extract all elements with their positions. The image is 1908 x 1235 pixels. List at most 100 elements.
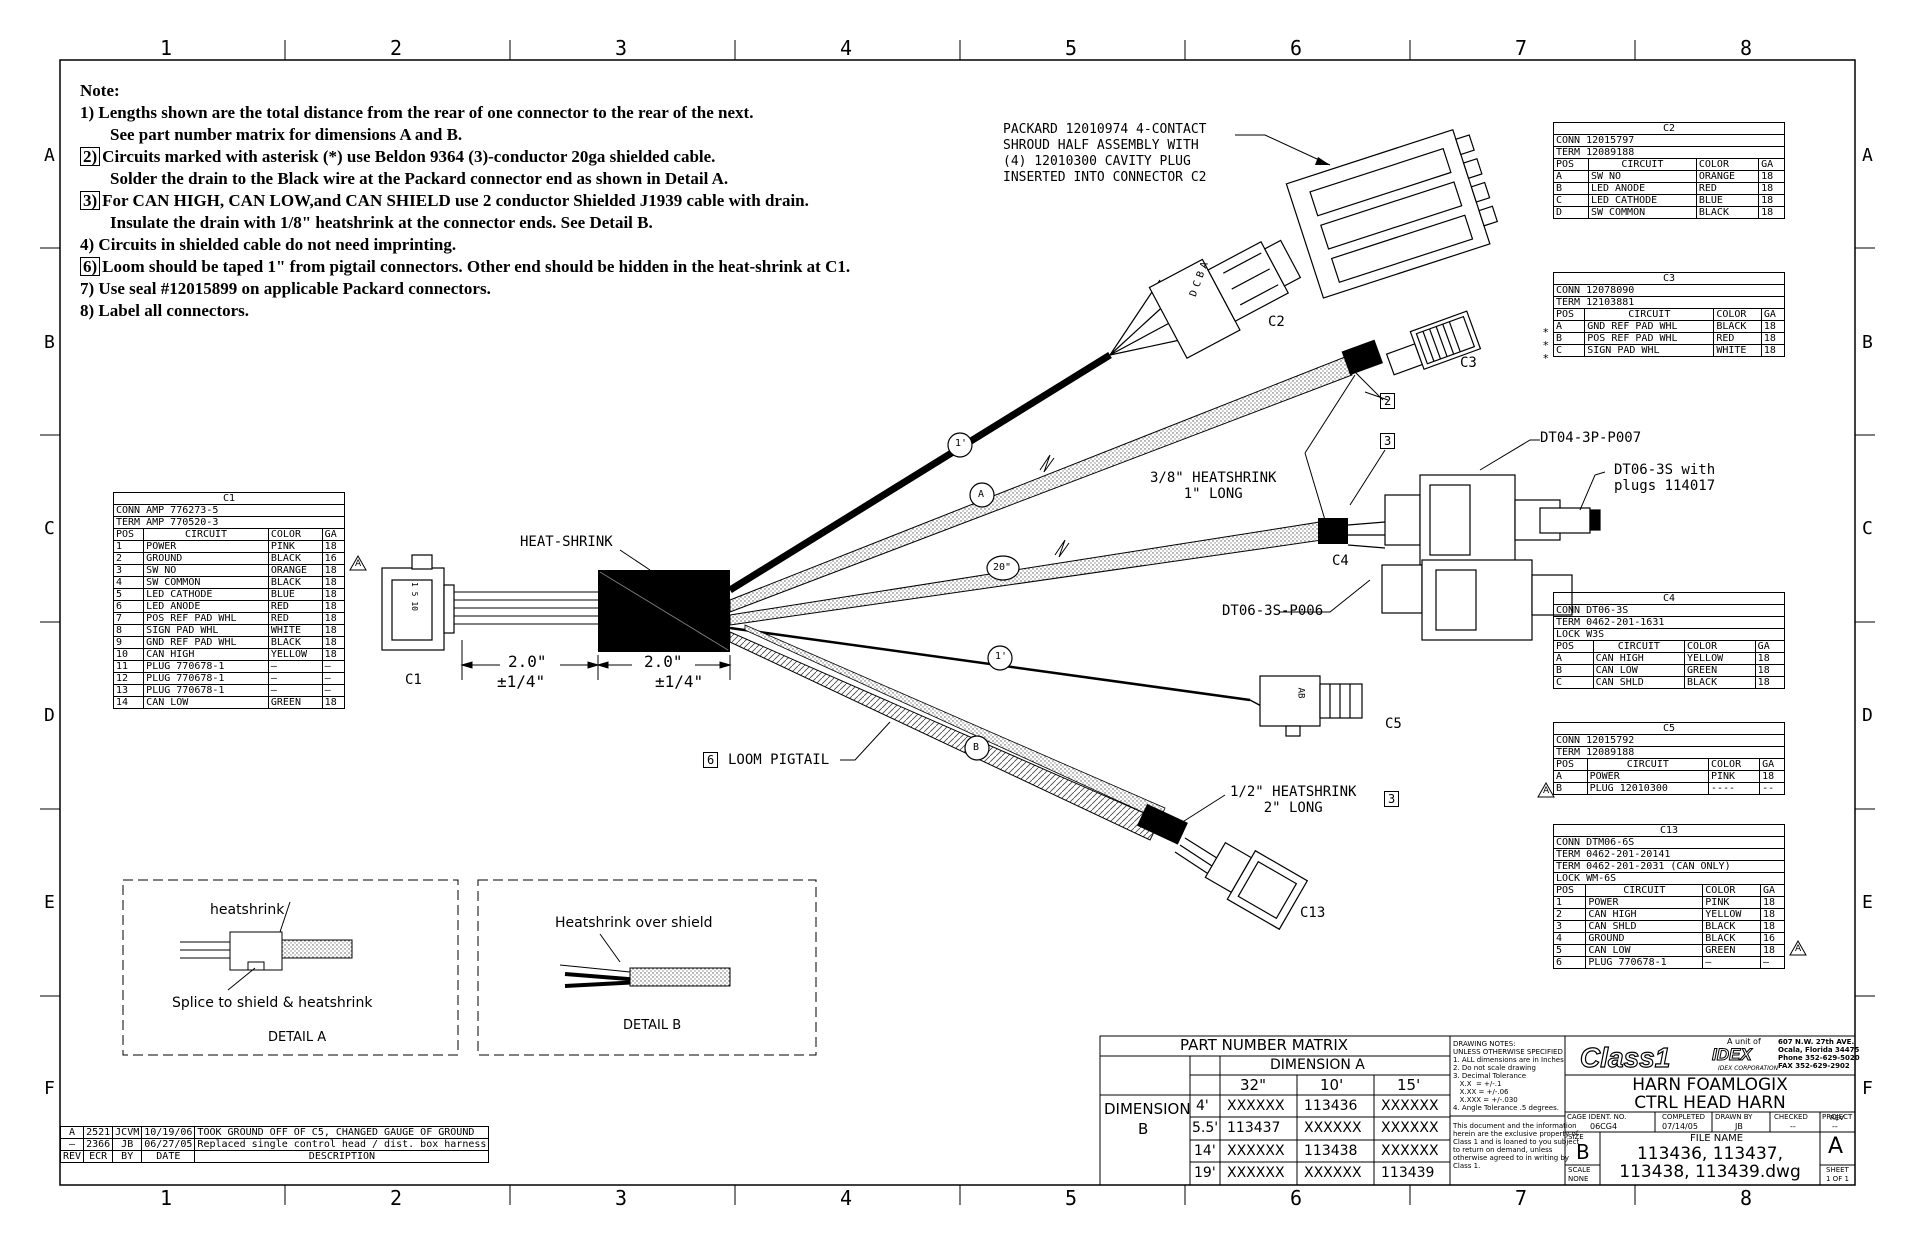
- col-3: 3: [615, 36, 628, 60]
- table-cell: –: [1702, 956, 1762, 969]
- table-cell: 06/27/05: [141, 1138, 196, 1151]
- bubble-dim-a: A: [978, 489, 985, 500]
- table-cell: B: [1553, 182, 1589, 195]
- detail-b-drawing: [559, 933, 731, 988]
- c2-branch: [728, 279, 1181, 593]
- matrix-dim-a: DIMENSION A: [1270, 1057, 1365, 1073]
- table-cell: COLOR: [267, 528, 323, 541]
- table-cell: 6: [112, 600, 145, 613]
- table-cell: 4: [112, 576, 145, 589]
- table-cell: C: [1553, 194, 1589, 207]
- table-cell: 6: [1552, 956, 1587, 969]
- checked-value: --: [1790, 1122, 1796, 1131]
- table-cell: 11: [112, 660, 145, 673]
- table-cell: 18: [321, 564, 346, 577]
- table-cell: PLUG 770678-1: [143, 660, 269, 673]
- sheet-value: 1 OF 1: [1826, 1175, 1849, 1183]
- c3-label: C3: [1460, 355, 1477, 371]
- table-cell: 18: [321, 696, 346, 709]
- col-5-bottom: 5: [1065, 1186, 1078, 1210]
- text-line: Class 1 and is loaned to you subject: [1453, 1138, 1580, 1146]
- matrix-dim-b-label: DIMENSION: [1104, 1100, 1191, 1118]
- row-b: B: [44, 332, 55, 353]
- matrix-b-row: 4': [1196, 1098, 1209, 1114]
- matrix-title: PART NUMBER MATRIX: [1180, 1036, 1349, 1054]
- table-cell: LOCK W3S: [1553, 628, 1785, 641]
- text-line: herein are the exclusive property of: [1453, 1130, 1579, 1138]
- text-line: Class 1.: [1453, 1162, 1481, 1170]
- row-a: A: [44, 145, 55, 166]
- sheet-label: SHEET: [1826, 1166, 1849, 1174]
- text-line: 1. ALL dimensions are in Inches: [1453, 1056, 1564, 1064]
- table-cell: GROUND: [1585, 932, 1704, 945]
- table-cell: COLOR: [1684, 640, 1756, 653]
- table-cell: 9: [112, 636, 145, 649]
- c3-connector: [1385, 310, 1482, 376]
- leader-lines: [619, 371, 1606, 831]
- matrix-col-32: 32": [1240, 1076, 1266, 1094]
- dimension-lines: [460, 640, 732, 680]
- table-cell: GA: [1760, 884, 1785, 897]
- note-line: 1) Lengths shown are the total distance …: [80, 103, 754, 122]
- table-cell: 10: [112, 648, 145, 661]
- loom-pigtail-label: LOOM PIGTAIL: [728, 752, 830, 768]
- c4-branch: [729, 518, 1386, 626]
- c3-shielded-marks: * * *: [1543, 326, 1549, 365]
- size-value: B: [1576, 1140, 1590, 1164]
- bubble-20in: 20": [993, 562, 1012, 573]
- table-cell: POS: [1553, 640, 1594, 653]
- table-cell: WHITE: [267, 624, 323, 637]
- table-cell: 18: [1760, 944, 1785, 957]
- table-cell: BLACK: [1702, 932, 1762, 945]
- c1-rev-flag: A: [355, 559, 362, 569]
- table-cell: 2: [112, 552, 145, 565]
- row-d-right: D: [1862, 705, 1873, 726]
- text-line: Phone 352-629-5020: [1778, 1054, 1860, 1062]
- table-cell: C2: [1553, 122, 1785, 135]
- table-cell: 18: [1760, 920, 1785, 933]
- table-cell: –: [267, 672, 323, 685]
- table-cell: 18: [1758, 170, 1785, 183]
- note-3-flag-b: 3: [1384, 791, 1400, 807]
- table-cell: GA: [1758, 158, 1785, 171]
- table-row: CONN AMP 776273-5: [113, 504, 345, 517]
- table-row: TERM 0462-201-2031 (CAN ONLY): [1553, 860, 1785, 873]
- table-cell: CIRCUIT: [1592, 640, 1686, 653]
- table-cell: –: [267, 660, 323, 673]
- row-b-right: B: [1862, 332, 1873, 353]
- table-cell: 4: [1552, 932, 1587, 945]
- text-line: 4. Angle Tolerance .5 degrees.: [1453, 1104, 1559, 1112]
- table-cell: 18: [1759, 770, 1785, 783]
- table-row: CONN DTM06-6S: [1553, 836, 1785, 849]
- table-cell: YELLOW: [1702, 908, 1762, 921]
- table-cell: JCVM: [112, 1126, 143, 1139]
- table-cell: PLUG 770678-1: [143, 672, 269, 685]
- table-cell: 18: [1760, 320, 1786, 333]
- length-bubbles: [947, 432, 1020, 761]
- table-cell: --: [1759, 782, 1785, 795]
- table-cell: ----: [1707, 782, 1761, 795]
- table-cell: 16: [321, 552, 346, 565]
- table-cell: LED CATHODE: [1587, 194, 1697, 207]
- table-row: CONN 12015797: [1553, 134, 1785, 147]
- table-cell: CIRCUIT: [1587, 158, 1697, 171]
- table-cell: C5: [1553, 722, 1785, 735]
- table-cell: CIRCUIT: [143, 528, 269, 541]
- notes-title: Note:: [80, 81, 120, 100]
- matrix-cell: XXXXXX: [1304, 1165, 1362, 1181]
- row-e: E: [44, 892, 55, 913]
- note-line: See part number matrix for dimensions A …: [110, 125, 463, 144]
- matrix-cell: XXXXXX: [1381, 1143, 1439, 1159]
- table-cell: GREEN: [1684, 664, 1756, 677]
